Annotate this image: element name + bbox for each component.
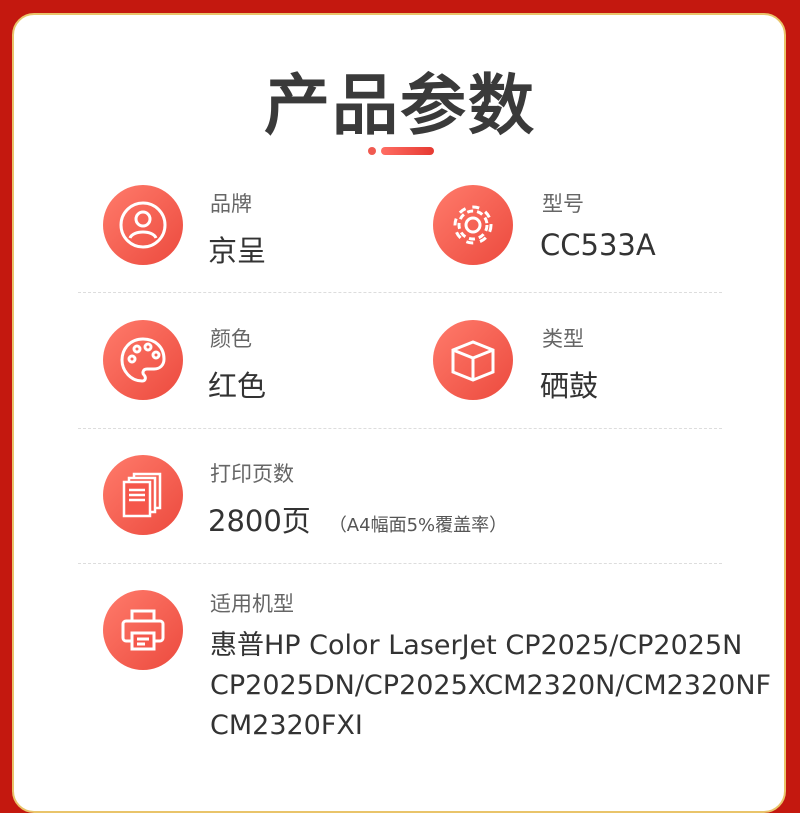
divider — [78, 563, 722, 564]
compatible-line: CM2320FXI — [210, 710, 363, 741]
color-value: 红色 — [208, 369, 267, 403]
model-value: CC533A — [540, 228, 656, 262]
type-value: 硒鼓 — [540, 369, 599, 403]
divider — [78, 292, 722, 293]
page-title: 产品参数 — [264, 67, 536, 144]
pages-label: 打印页数 — [210, 462, 294, 486]
pages-value-row: 2800页 （A4幅面5%覆盖率） — [208, 498, 507, 540]
title-decoration-dot — [368, 147, 376, 155]
compatible-line: 惠普HP Color LaserJet CP2025/CP2025N — [210, 630, 743, 661]
palette-icon — [103, 320, 183, 400]
compatible-models: 惠普HP Color LaserJet CP2025/CP2025N CP202… — [210, 626, 790, 746]
color-label: 颜色 — [210, 327, 252, 351]
pages-note: （A4幅面5%覆盖率） — [328, 515, 508, 536]
pages-value: 2800页 — [208, 504, 311, 538]
documents-icon — [103, 455, 183, 535]
compatible-line: CP2025DN/CP2025XCM2320N/CM2320NF — [210, 670, 772, 701]
gear-icon — [433, 185, 513, 265]
brand-value: 京呈 — [208, 234, 267, 268]
compatible-label: 适用机型 — [210, 592, 294, 616]
type-label: 类型 — [542, 327, 584, 351]
box-icon — [433, 320, 513, 400]
title-decoration-bar — [381, 147, 434, 155]
brand-label: 品牌 — [210, 192, 252, 216]
model-label: 型号 — [542, 192, 584, 216]
divider — [78, 428, 722, 429]
spec-card — [12, 13, 786, 813]
printer-icon — [103, 590, 183, 670]
user-icon — [103, 185, 183, 265]
